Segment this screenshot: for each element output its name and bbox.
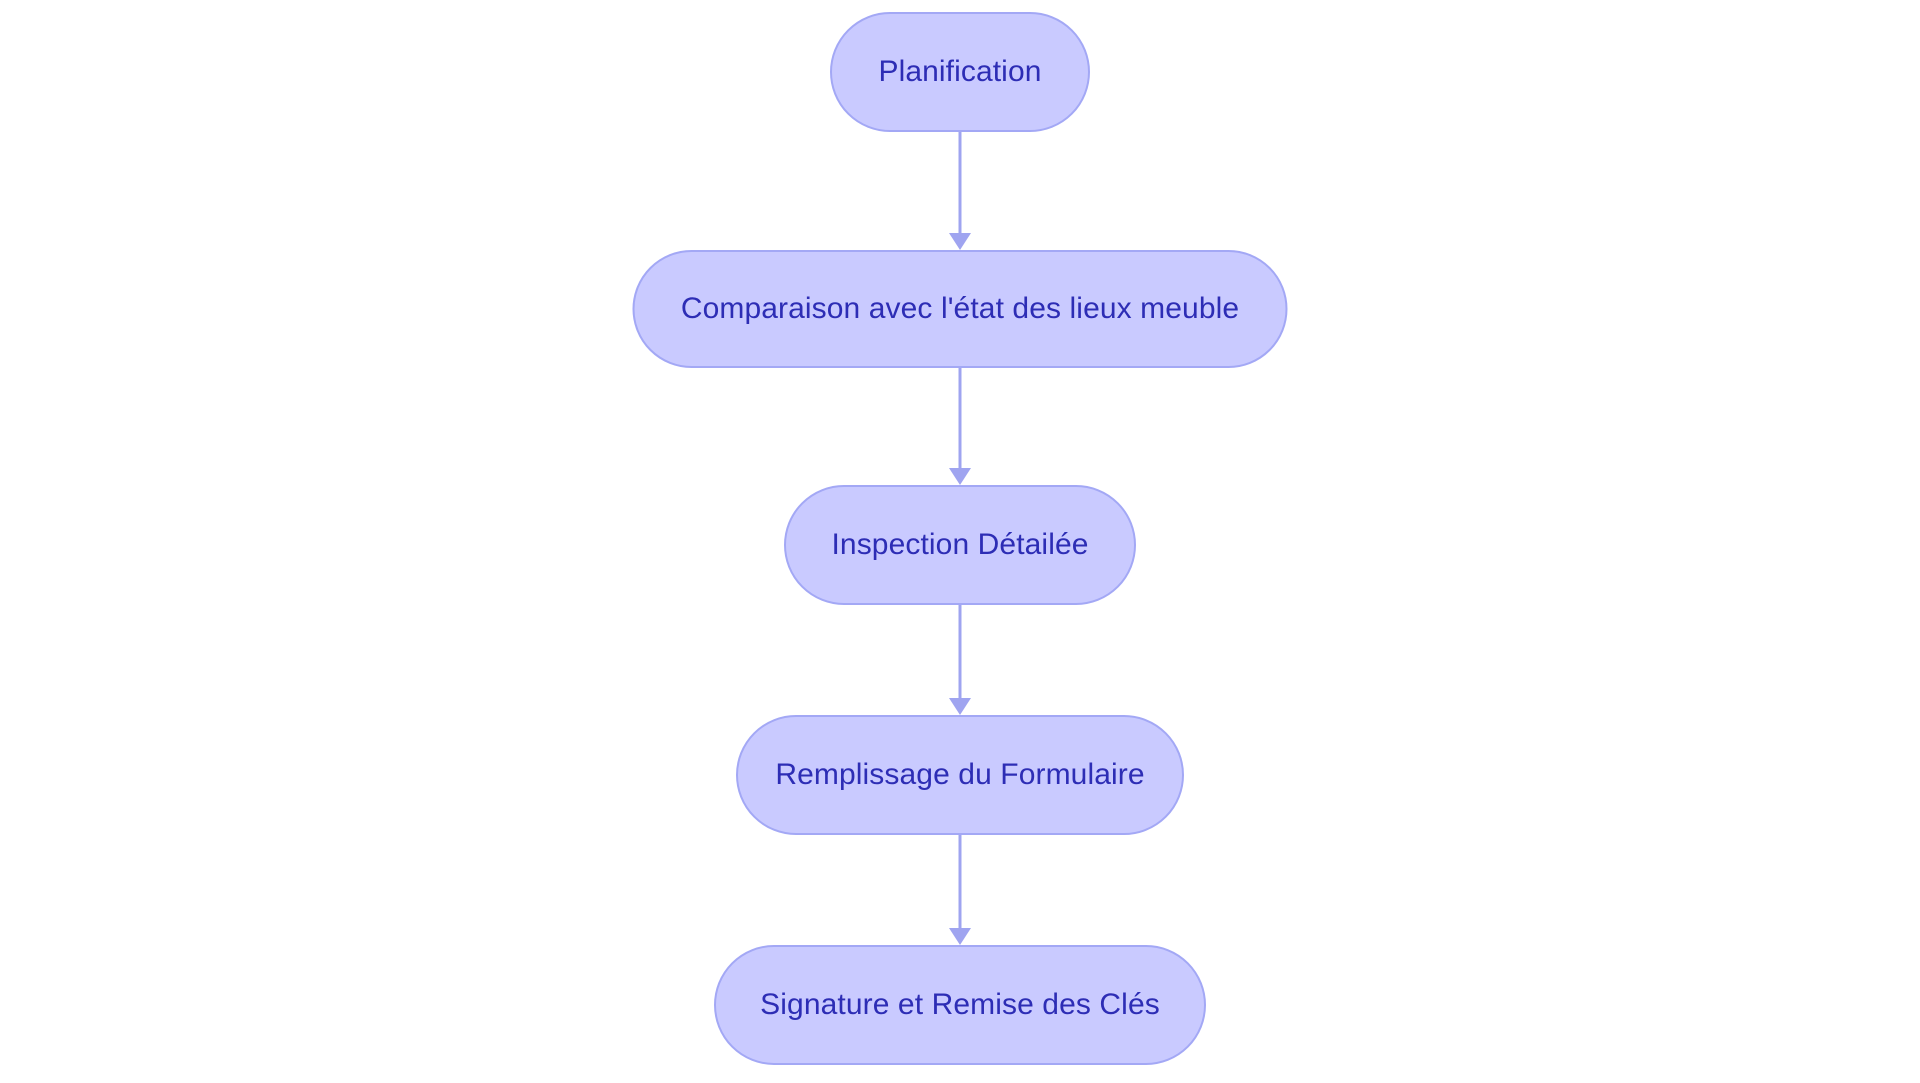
edge-line: [958, 132, 962, 233]
node-formulaire[interactable]: Remplissage du Formulaire: [736, 715, 1184, 835]
edge-inspection-to-formulaire: [948, 605, 972, 715]
edge-line: [958, 605, 962, 698]
node-label: Remplissage du Formulaire: [775, 758, 1145, 791]
node-label: Inspection Détailée: [831, 528, 1089, 561]
arrow-head-icon: [949, 468, 971, 485]
edge-formulaire-to-signature: [948, 835, 972, 945]
node-planification[interactable]: Planification: [830, 12, 1090, 132]
edge-line: [958, 368, 962, 468]
arrow-head-icon: [949, 928, 971, 945]
node-signature[interactable]: Signature et Remise des Clés: [714, 945, 1206, 1065]
arrow-head-icon: [949, 233, 971, 250]
node-inspection[interactable]: Inspection Détailée: [784, 485, 1136, 605]
arrow-head-icon: [949, 698, 971, 715]
node-comparaison[interactable]: Comparaison avec l'état des lieux meuble: [632, 250, 1288, 368]
node-label: Planification: [878, 55, 1042, 88]
edge-planification-to-comparaison: [948, 132, 972, 250]
node-label: Comparaison avec l'état des lieux meuble: [680, 292, 1240, 325]
node-label: Signature et Remise des Clés: [760, 988, 1160, 1021]
edge-line: [958, 835, 962, 928]
edge-comparaison-to-inspection: [948, 368, 972, 485]
